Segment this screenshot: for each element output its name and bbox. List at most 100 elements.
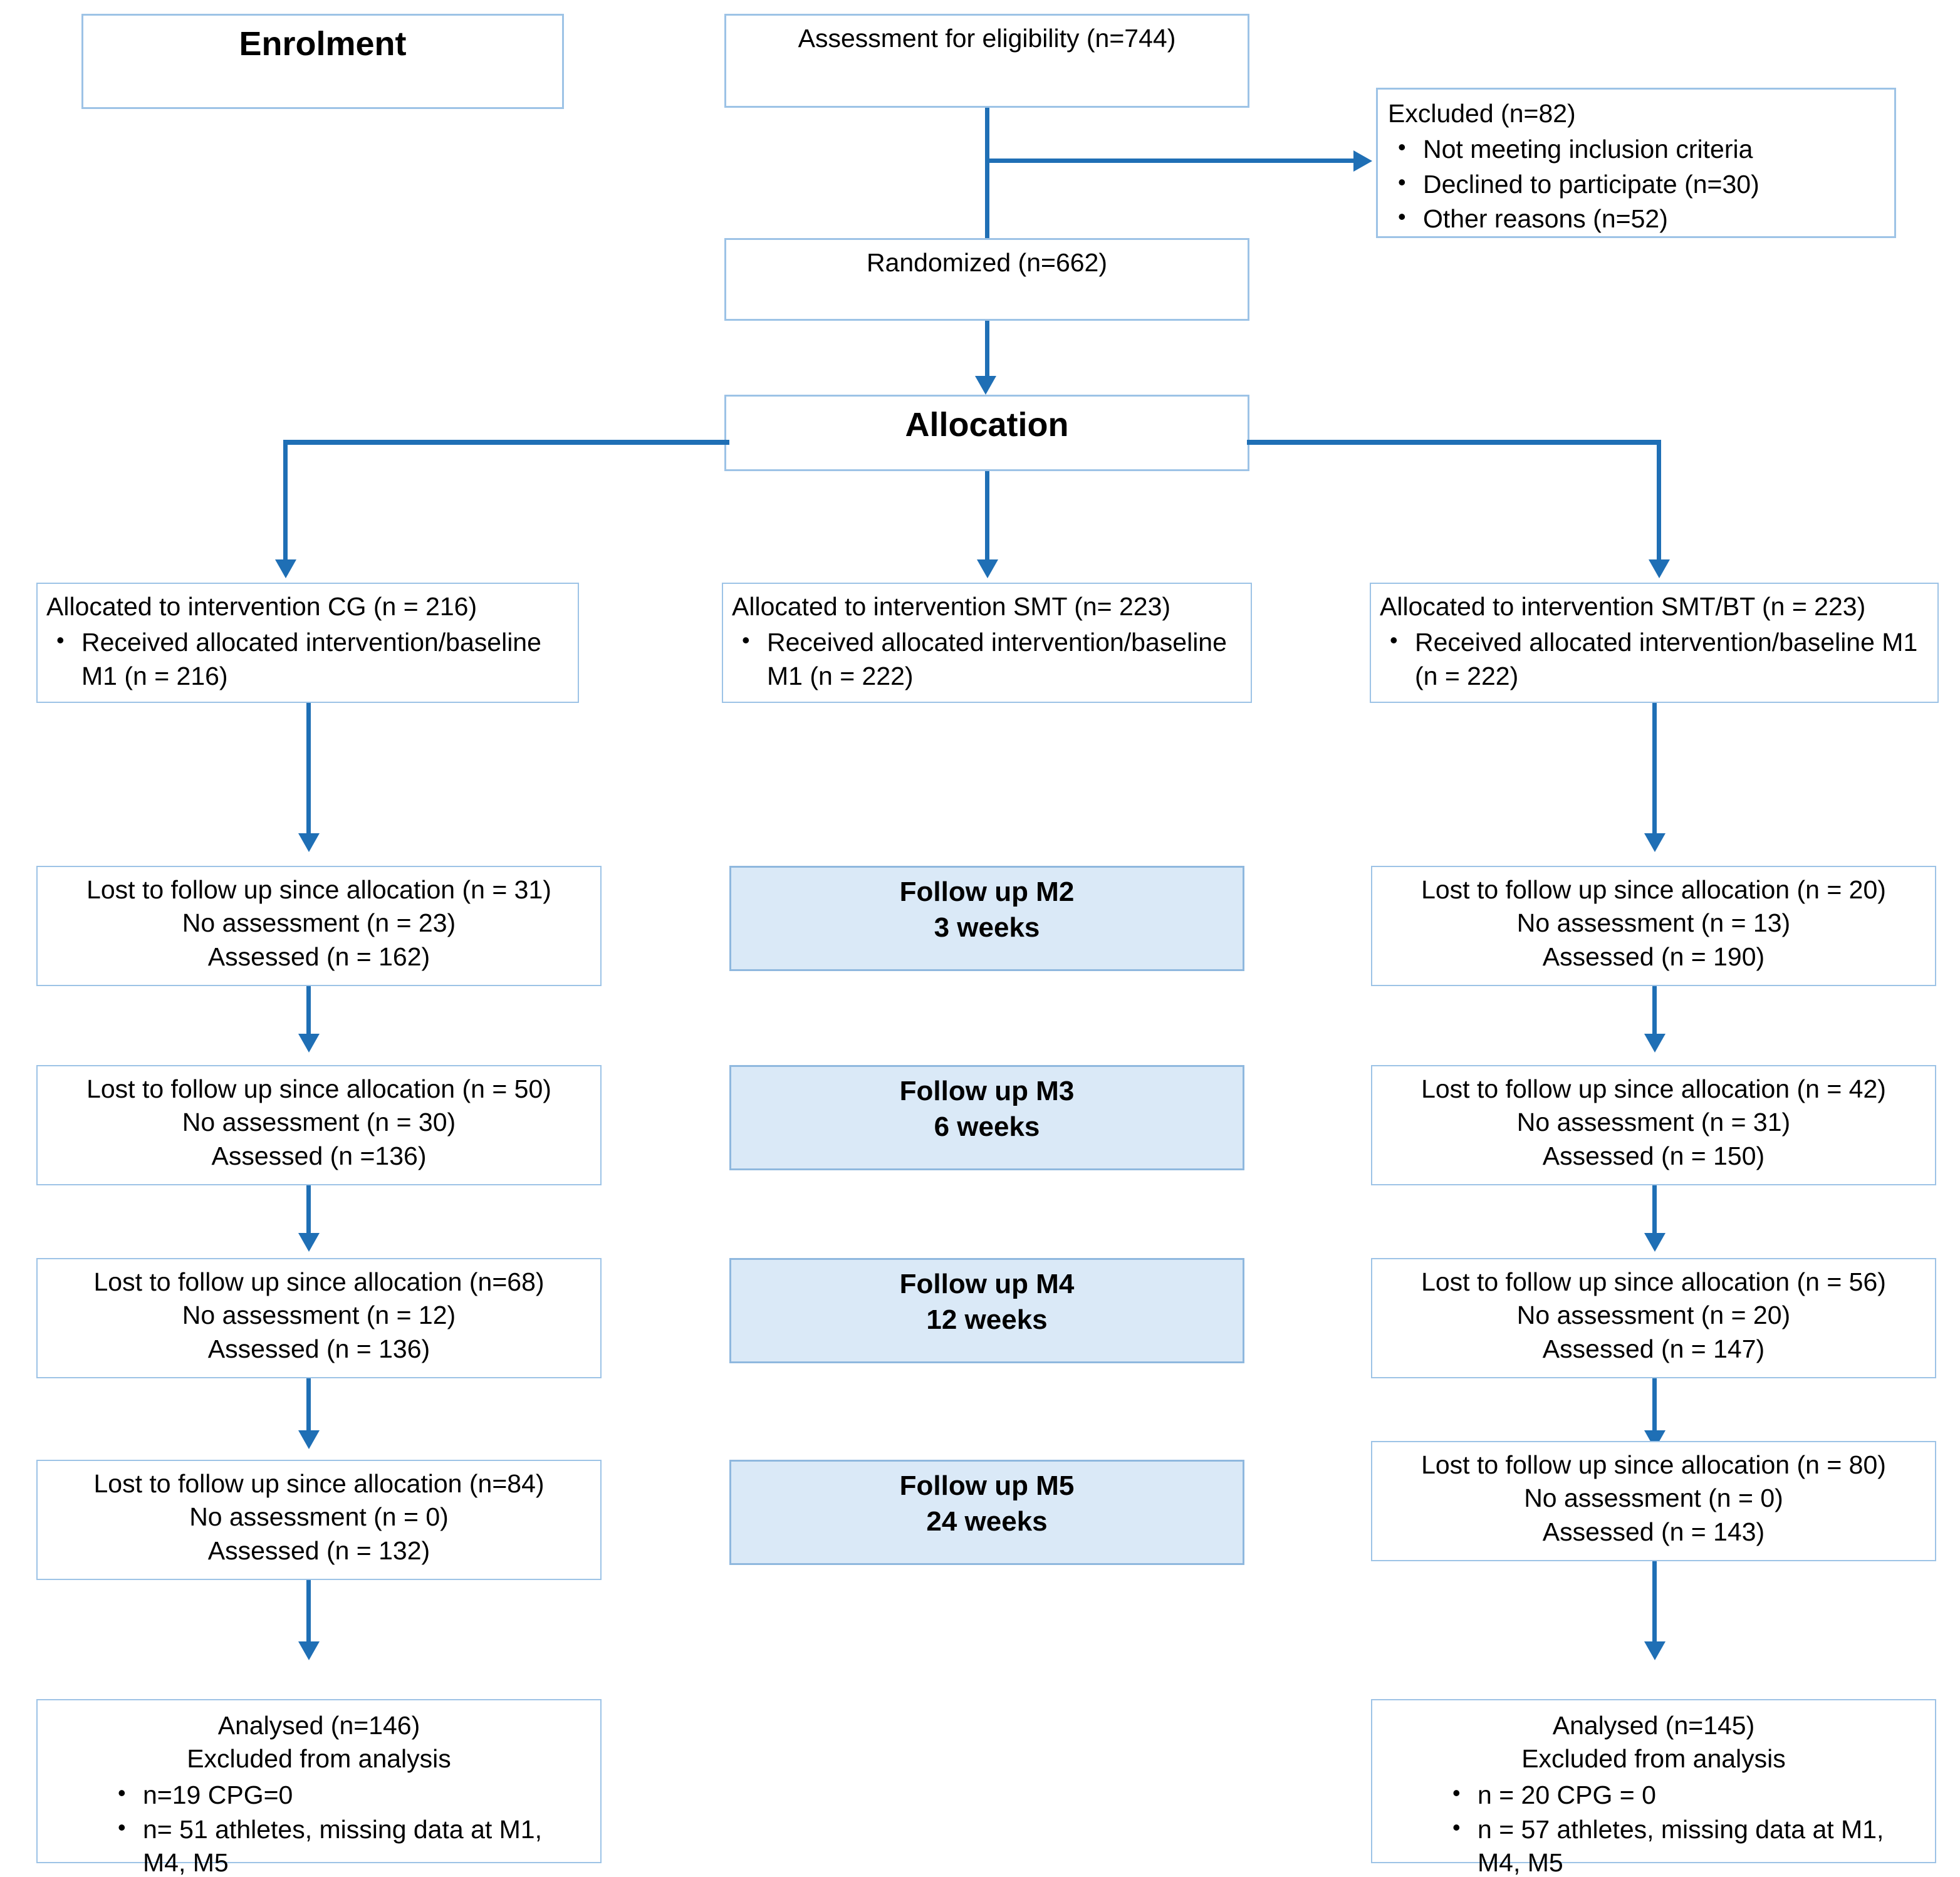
followup-right-m3-assessed: Assessed (n = 150) bbox=[1542, 1141, 1765, 1170]
followup-left-m4-box: Lost to follow up since allocation (n=68… bbox=[36, 1258, 602, 1378]
followup-left-m5-assessed: Assessed (n = 132) bbox=[207, 1536, 430, 1565]
excluded-reasons-list: Not meeting inclusion criteria Declined … bbox=[1388, 133, 1884, 236]
followup-label-m4-box: Follow up M4 12 weeks bbox=[729, 1258, 1244, 1363]
followup-right-m3-lost: Lost to follow up since allocation (n = … bbox=[1421, 1074, 1886, 1103]
followup-right-m3-box: Lost to follow up since allocation (n = … bbox=[1371, 1065, 1936, 1185]
followup-right-m4-no-assessment: No assessment (n = 20) bbox=[1516, 1301, 1791, 1330]
allocation-arm-smt-bullet: Received allocated intervention/baseline… bbox=[742, 626, 1242, 693]
excluded-reason-item: Declined to participate (n=30) bbox=[1398, 168, 1884, 201]
followup-right-m4-lost: Lost to follow up since allocation (n = … bbox=[1421, 1267, 1886, 1296]
analysed-right-excluded-list: n = 20 CPG = 0 n = 57 athletes, missing … bbox=[1384, 1779, 1924, 1877]
arrow-randomized-to-allocation-icon bbox=[975, 376, 996, 395]
connector-left-m5-to-analysed bbox=[306, 1580, 311, 1648]
analysed-right-excluded-item: n = 57 athletes, missing data at M1, M4,… bbox=[1452, 1813, 1924, 1877]
arrow-left-m3-to-m4-icon bbox=[298, 1233, 320, 1252]
excluded-heading: Excluded (n=82) bbox=[1388, 99, 1576, 128]
followup-left-m4-lost: Lost to follow up since allocation (n=68… bbox=[93, 1267, 545, 1296]
connector-left-m2-to-m3 bbox=[306, 986, 311, 1039]
followup-right-m2-lost: Lost to follow up since allocation (n = … bbox=[1421, 875, 1886, 904]
excluded-reason-item: Other reasons (n=52) bbox=[1398, 202, 1884, 236]
connector-allocation-left-horizontal bbox=[283, 440, 729, 445]
connector-randomized-to-allocation bbox=[985, 321, 989, 382]
analysed-right-excluded-heading: Excluded from analysis bbox=[1521, 1744, 1786, 1774]
connector-right-m4-to-m5 bbox=[1652, 1378, 1657, 1436]
assessment-for-eligibility-text: Assessment for eligibility (n=744) bbox=[798, 24, 1176, 53]
analysed-left-count: Analysed (n=146) bbox=[217, 1711, 420, 1740]
connector-right-m2-to-m3 bbox=[1652, 986, 1657, 1039]
followup-left-m3-lost: Lost to follow up since allocation (n = … bbox=[86, 1074, 551, 1103]
followup-label-m4-name: Follow up M4 bbox=[899, 1269, 1075, 1299]
arrow-right-m5-to-analysed-icon bbox=[1644, 1641, 1665, 1660]
allocation-arm-smtbt-heading: Allocated to intervention SMT/BT (n = 22… bbox=[1380, 592, 1866, 621]
followup-left-m3-box: Lost to follow up since allocation (n = … bbox=[36, 1065, 602, 1185]
followup-right-m2-no-assessment: No assessment (n = 13) bbox=[1516, 908, 1791, 938]
allocation-arm-smt-bullets: Received allocated intervention/baseline… bbox=[732, 626, 1242, 693]
analysed-left-excluded-item: n= 51 athletes, missing data at M1, M4, … bbox=[118, 1813, 589, 1877]
followup-right-m5-no-assessment: No assessment (n = 0) bbox=[1524, 1484, 1783, 1513]
randomized-text: Randomized (n=662) bbox=[866, 248, 1108, 277]
connector-allocation-center-vertical bbox=[985, 471, 989, 565]
connector-right-m3-to-m4 bbox=[1652, 1185, 1657, 1239]
analysed-right-count: Analysed (n=145) bbox=[1552, 1711, 1755, 1740]
connector-right-m5-to-analysed bbox=[1652, 1561, 1657, 1648]
allocation-arm-smtbt-bullet: Received allocated intervention/baseline… bbox=[1390, 626, 1929, 693]
stage-label-enrolment: Enrolment bbox=[81, 14, 564, 109]
followup-label-m3-box: Follow up M3 6 weeks bbox=[729, 1065, 1244, 1170]
enrolment-title-text: Enrolment bbox=[239, 25, 407, 63]
connector-allocation-right-vertical bbox=[1657, 440, 1661, 565]
analysed-right-excluded-item: n = 20 CPG = 0 bbox=[1452, 1779, 1924, 1812]
connector-assessment-vertical bbox=[985, 108, 989, 239]
arrow-smtbt-to-m2-icon bbox=[1644, 833, 1665, 852]
followup-label-m5-box: Follow up M5 24 weeks bbox=[729, 1460, 1244, 1565]
arrow-right-m2-to-m3-icon bbox=[1644, 1034, 1665, 1053]
followup-left-m2-box: Lost to follow up since allocation (n = … bbox=[36, 866, 602, 986]
allocation-title-text: Allocation bbox=[905, 406, 1069, 444]
followup-left-m5-box: Lost to follow up since allocation (n=84… bbox=[36, 1460, 602, 1580]
followup-left-m3-no-assessment: No assessment (n = 30) bbox=[182, 1108, 456, 1137]
allocation-arm-cg-heading: Allocated to intervention CG (n = 216) bbox=[46, 592, 477, 621]
followup-label-m5-name: Follow up M5 bbox=[899, 1470, 1075, 1501]
allocation-arm-smt-heading: Allocated to intervention SMT (n= 223) bbox=[732, 592, 1171, 621]
allocation-arm-cg-box: Allocated to intervention CG (n = 216) R… bbox=[36, 583, 579, 703]
followup-label-m2-name: Follow up M2 bbox=[899, 876, 1075, 907]
arrow-to-excluded-icon bbox=[1353, 150, 1372, 172]
connector-left-m4-to-m5 bbox=[306, 1378, 311, 1436]
followup-label-m3-name: Follow up M3 bbox=[899, 1076, 1075, 1106]
followup-right-m5-box: Lost to follow up since allocation (n = … bbox=[1371, 1441, 1936, 1561]
followup-left-m4-no-assessment: No assessment (n = 12) bbox=[182, 1301, 456, 1330]
followup-label-m3-weeks: 6 weeks bbox=[934, 1111, 1040, 1143]
followup-left-m3-assessed: Assessed (n =136) bbox=[211, 1141, 427, 1170]
connector-smtbt-to-m2 bbox=[1652, 703, 1657, 838]
arrow-left-m2-to-m3-icon bbox=[298, 1034, 320, 1053]
followup-label-m4-weeks: 12 weeks bbox=[926, 1304, 1048, 1336]
followup-left-m5-lost: Lost to follow up since allocation (n=84… bbox=[93, 1469, 545, 1498]
allocation-arm-cg-bullets: Received allocated intervention/baseline… bbox=[46, 626, 569, 693]
stage-label-allocation: Allocation bbox=[724, 395, 1249, 471]
allocation-arm-smtbt-box: Allocated to intervention SMT/BT (n = 22… bbox=[1370, 583, 1939, 703]
followup-right-m5-assessed: Assessed (n = 143) bbox=[1542, 1517, 1765, 1546]
excluded-reason-item: Not meeting inclusion criteria bbox=[1398, 133, 1884, 166]
connector-allocation-right-horizontal bbox=[1247, 440, 1660, 445]
followup-right-m3-no-assessment: No assessment (n = 31) bbox=[1516, 1108, 1791, 1137]
analysed-left-excluded-heading: Excluded from analysis bbox=[187, 1744, 451, 1774]
connector-allocation-left-vertical bbox=[283, 440, 288, 565]
arrow-allocation-to-cg-icon bbox=[275, 559, 296, 578]
analysed-right-box: Analysed (n=145) Excluded from analysis … bbox=[1371, 1699, 1936, 1877]
arrow-allocation-to-smtbt-icon bbox=[1649, 559, 1670, 578]
followup-right-m5-lost: Lost to follow up since allocation (n = … bbox=[1421, 1450, 1886, 1479]
followup-left-m2-lost: Lost to follow up since allocation (n = … bbox=[86, 875, 551, 904]
allocation-arm-cg-bullet: Received allocated intervention/baseline… bbox=[56, 626, 569, 693]
excluded-box: Excluded (n=82) Not meeting inclusion cr… bbox=[1376, 88, 1896, 238]
analysed-left-excluded-list: n=19 CPG=0 n= 51 athletes, missing data … bbox=[49, 1779, 589, 1877]
connector-left-m3-to-m4 bbox=[306, 1185, 311, 1239]
analysed-left-excluded-item: n=19 CPG=0 bbox=[118, 1779, 589, 1812]
arrow-cg-to-m2-icon bbox=[298, 833, 320, 852]
connector-to-excluded-horizontal bbox=[985, 159, 1355, 163]
assessment-for-eligibility-box: Assessment for eligibility (n=744) bbox=[724, 14, 1249, 108]
followup-label-m2-box: Follow up M2 3 weeks bbox=[729, 866, 1244, 971]
followup-right-m2-box: Lost to follow up since allocation (n = … bbox=[1371, 866, 1936, 986]
followup-right-m4-box: Lost to follow up since allocation (n = … bbox=[1371, 1258, 1936, 1378]
connector-cg-to-m2 bbox=[306, 703, 311, 838]
arrow-right-m3-to-m4-icon bbox=[1644, 1233, 1665, 1252]
